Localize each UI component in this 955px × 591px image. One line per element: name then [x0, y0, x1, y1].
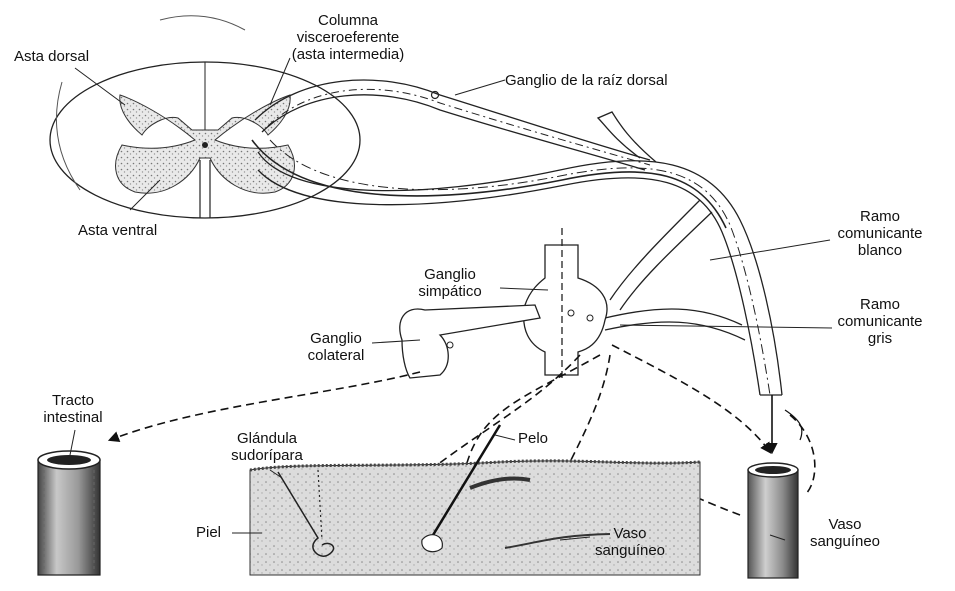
label-pelo: Pelo	[518, 430, 548, 447]
label-ganglio-colateral-line2: colateral	[296, 347, 376, 364]
label-vaso-piel-line2: sanguíneo	[585, 542, 675, 559]
label-ramo-gris: Ramo comunicante gris	[820, 296, 940, 347]
label-columna-line1: Columna	[248, 12, 448, 29]
label-asta-dorsal: Asta dorsal	[14, 48, 89, 65]
label-ramo-gris-line2: comunicante	[820, 313, 940, 330]
label-ramo-gris-line3: gris	[820, 330, 940, 347]
collateral-ganglion	[400, 305, 540, 378]
label-tracto-line2: intestinal	[18, 409, 128, 426]
label-vaso-sanguineo: Vaso sanguíneo	[780, 516, 910, 550]
label-columna: Columna visceroeferente (asta intermedia…	[248, 12, 448, 63]
label-ramo-blanco-line3: blanco	[820, 242, 940, 259]
label-glandula-line1: Glándula	[212, 430, 322, 447]
label-glandula-line2: sudorípara	[212, 447, 322, 464]
intestinal-tract	[38, 451, 100, 575]
label-vaso-right-line2: sanguíneo	[780, 533, 910, 550]
label-ganglio-colateral: Ganglio colateral	[296, 330, 376, 364]
label-vaso-right-line1: Vaso	[780, 516, 910, 533]
label-ramo-blanco-line1: Ramo	[820, 208, 940, 225]
label-ganglio-simpatico: Ganglio simpático	[400, 266, 500, 300]
label-tracto-intestinal: Tracto intestinal	[18, 392, 128, 426]
label-ramo-blanco: Ramo comunicante blanco	[820, 208, 940, 259]
label-ganglio-raiz: Ganglio de la raíz dorsal	[505, 72, 668, 89]
label-tracto-line1: Tracto	[18, 392, 128, 409]
label-ramo-gris-line1: Ramo	[820, 296, 940, 313]
label-ganglio-simpatico-line1: Ganglio	[400, 266, 500, 283]
label-ganglio-colateral-line1: Ganglio	[296, 330, 376, 347]
label-vaso-piel-line1: Vaso	[585, 525, 675, 542]
label-columna-line3: (asta intermedia)	[248, 46, 448, 63]
label-asta-ventral: Asta ventral	[78, 222, 157, 239]
label-columna-line2: visceroeferente	[248, 29, 448, 46]
label-ramo-blanco-line2: comunicante	[820, 225, 940, 242]
label-piel: Piel	[196, 524, 221, 541]
label-glandula-sudoripara: Glándula sudorípara	[212, 430, 322, 464]
label-vaso-piel: Vaso sanguíneo	[585, 525, 675, 559]
label-ganglio-simpatico-line2: simpático	[400, 283, 500, 300]
